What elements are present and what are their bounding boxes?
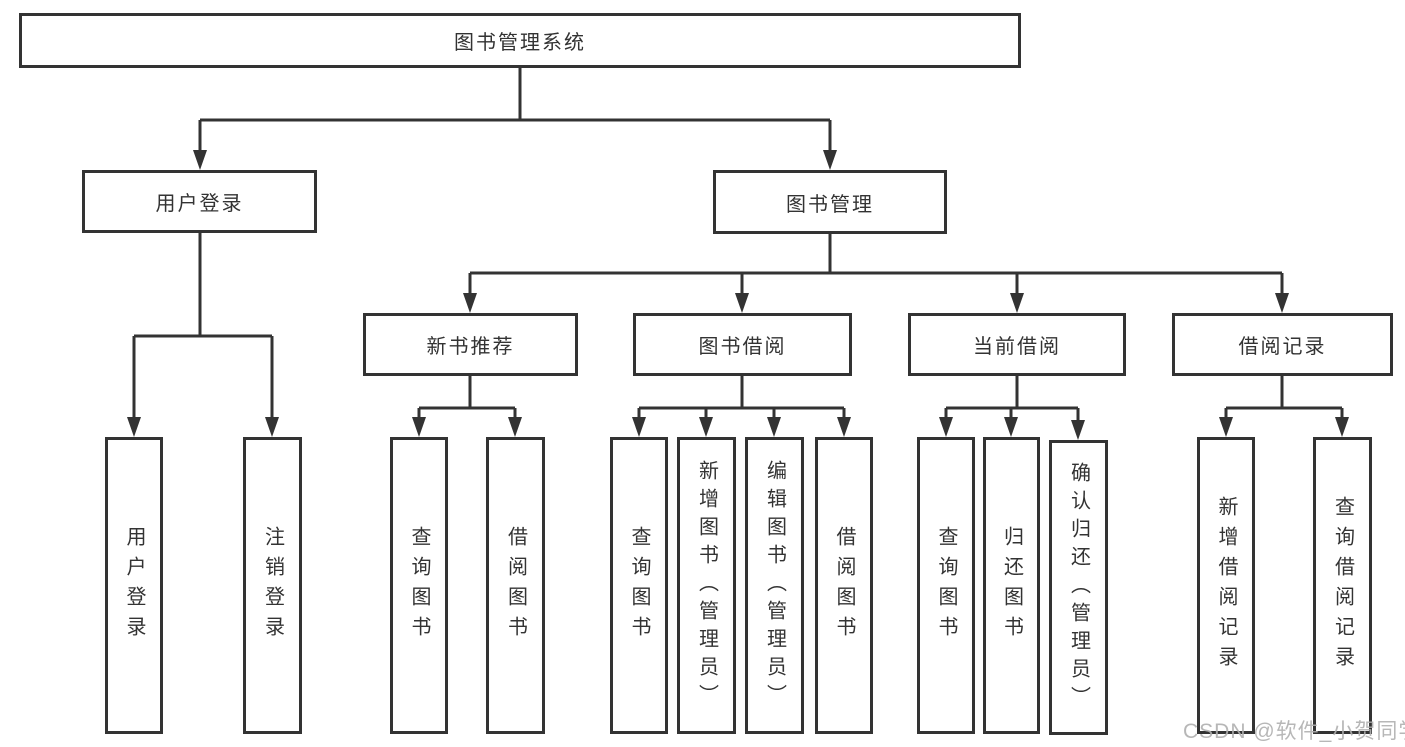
leaf-add-books-admin: 新增图书（管理员）: [677, 437, 736, 734]
arrowhead: [193, 150, 207, 170]
connector-borrow-records: [1224, 376, 1344, 421]
leaf-add-borrow-record-label: 新增借阅记录: [1215, 495, 1237, 676]
node-new-book-recommend-label: 新书推荐: [426, 336, 515, 358]
arrowhead: [265, 417, 279, 437]
arrowhead: [632, 417, 646, 437]
leaf-logout-label: 注销登录: [261, 525, 284, 646]
leaf-confirm-return-admin-label: 确认归还（管理员）: [1067, 461, 1090, 714]
arrowhead: [1219, 417, 1233, 437]
leaf-borrow-books-label: 借阅图书: [833, 525, 855, 646]
leaf-user-login: 用户登录: [105, 437, 163, 734]
leaf-add-borrow-record: 新增借阅记录: [1197, 437, 1255, 734]
node-book-borrow: 图书借阅: [633, 313, 852, 376]
arrowhead: [508, 417, 522, 437]
node-new-book-recommend: 新书推荐: [363, 313, 578, 376]
leaf-logout: 注销登录: [243, 437, 302, 734]
arrowhead: [127, 417, 141, 437]
leaf-confirm-return-admin: 确认归还（管理员）: [1049, 440, 1108, 735]
node-book-management: 图书管理: [713, 170, 947, 234]
arrowhead: [699, 417, 713, 437]
leaf-query-books-current-label: 查询图书: [935, 525, 957, 646]
watermark: CSDN @软件_小贺同学: [1183, 720, 1405, 743]
arrowhead: [1071, 420, 1085, 440]
leaf-return-books-label: 归还图书: [1000, 525, 1023, 646]
leaf-query-books-current: 查询图书: [917, 437, 975, 734]
node-borrow-records: 借阅记录: [1172, 313, 1393, 376]
node-borrow-records-label: 借阅记录: [1238, 336, 1327, 358]
arrowhead: [735, 293, 749, 313]
node-book-management-label: 图书管理: [786, 193, 874, 216]
leaf-query-borrow-record-label: 查询借阅记录: [1331, 495, 1354, 676]
arrowhead: [939, 417, 953, 437]
connector-new-book-recommend: [417, 376, 517, 421]
leaf-query-borrow-record: 查询借阅记录: [1313, 437, 1372, 734]
connector-book-borrow: [637, 376, 846, 421]
arrowhead: [1275, 293, 1289, 313]
arrowhead: [1010, 293, 1024, 313]
arrowhead: [837, 417, 851, 437]
node-root: 图书管理系统: [19, 13, 1021, 68]
leaf-borrow-books-recommend: 借阅图书: [486, 437, 545, 734]
leaf-query-books-borrow: 查询图书: [610, 437, 668, 734]
leaf-return-books: 归还图书: [983, 437, 1040, 734]
connector-current-borrow: [944, 376, 1080, 424]
arrowhead: [463, 293, 477, 313]
arrowhead: [1335, 417, 1349, 437]
arrowhead: [823, 150, 837, 170]
arrowhead: [767, 417, 781, 437]
leaf-query-books-recommend-label: 查询图书: [408, 525, 430, 646]
leaf-add-books-admin-label: 新增图书（管理员）: [695, 459, 718, 712]
node-current-borrow: 当前借阅: [908, 313, 1126, 376]
leaf-edit-books-admin: 编辑图书（管理员）: [745, 437, 804, 734]
node-book-borrow-label: 图书借阅: [698, 336, 787, 358]
leaf-query-books-recommend: 查询图书: [390, 437, 448, 734]
connector-user-login: [132, 233, 274, 421]
node-user-login: 用户登录: [82, 170, 317, 233]
leaf-borrow-books-recommend-label: 借阅图书: [504, 525, 527, 646]
connector-book-management: [468, 234, 1284, 297]
leaf-edit-books-admin-label: 编辑图书（管理员）: [763, 459, 786, 712]
leaf-query-books-borrow-label: 查询图书: [628, 525, 650, 646]
node-current-borrow-label: 当前借阅: [973, 336, 1061, 358]
node-root-label: 图书管理系统: [454, 32, 586, 54]
arrowhead: [1004, 417, 1018, 437]
leaf-borrow-books: 借阅图书: [815, 437, 873, 734]
leaf-user-login-label: 用户登录: [123, 525, 145, 646]
node-user-login-label: 用户登录: [155, 193, 244, 215]
arrowhead: [412, 417, 426, 437]
connector-root: [198, 68, 832, 152]
